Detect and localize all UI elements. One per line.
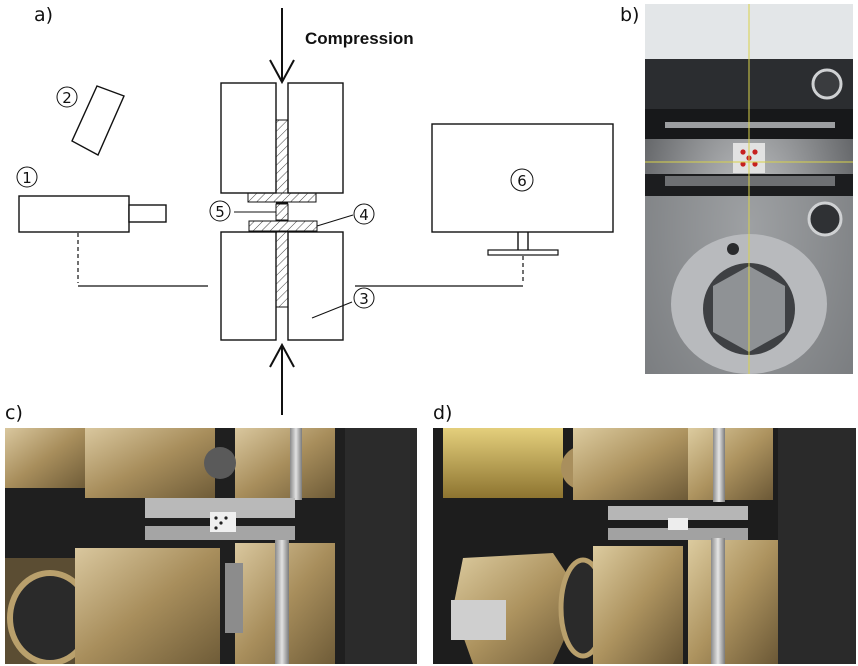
top-compression-arrow: [269, 8, 295, 85]
callout-5: 5: [209, 200, 231, 222]
callout-6: 6: [510, 168, 534, 192]
callout-2: 2: [56, 86, 78, 108]
callout-3: 3: [353, 287, 375, 309]
lower-right-grip: [287, 231, 344, 341]
svg-text:6: 6: [517, 172, 527, 190]
upper-rod: [275, 119, 289, 194]
callout-4: 4: [353, 203, 375, 225]
svg-text:3: 3: [359, 290, 369, 308]
panel-label-b: b): [620, 4, 640, 26]
lower-platen: [248, 220, 318, 232]
grip-setup-photo-front: [5, 428, 417, 664]
monitor-stand: [487, 249, 559, 256]
camera-lens: [128, 204, 167, 223]
svg-text:5: 5: [215, 203, 225, 221]
upper-platen: [247, 192, 317, 203]
callout-1: 1: [16, 166, 38, 188]
camera-view-photo: [645, 4, 853, 374]
panel-label-d: d): [433, 402, 453, 424]
grip-setup-photo-side: [433, 428, 856, 664]
panel-label-a: a): [34, 4, 54, 26]
specimen: [275, 203, 289, 221]
light-source: [71, 85, 125, 156]
panel-label-c: c): [5, 402, 23, 424]
svg-text:2: 2: [62, 89, 72, 107]
upper-right-grip: [287, 82, 344, 194]
diagram-title: Compression: [305, 29, 414, 48]
upper-left-grip: [220, 82, 277, 194]
compression-test-schematic: Compression 1 2: [16, 8, 614, 415]
svg-text:4: 4: [359, 206, 369, 224]
camera-body: [18, 195, 130, 233]
bottom-compression-arrow: [269, 342, 295, 415]
lower-left-grip: [220, 231, 277, 341]
lower-rod: [275, 231, 289, 308]
svg-text:1: 1: [22, 169, 32, 187]
